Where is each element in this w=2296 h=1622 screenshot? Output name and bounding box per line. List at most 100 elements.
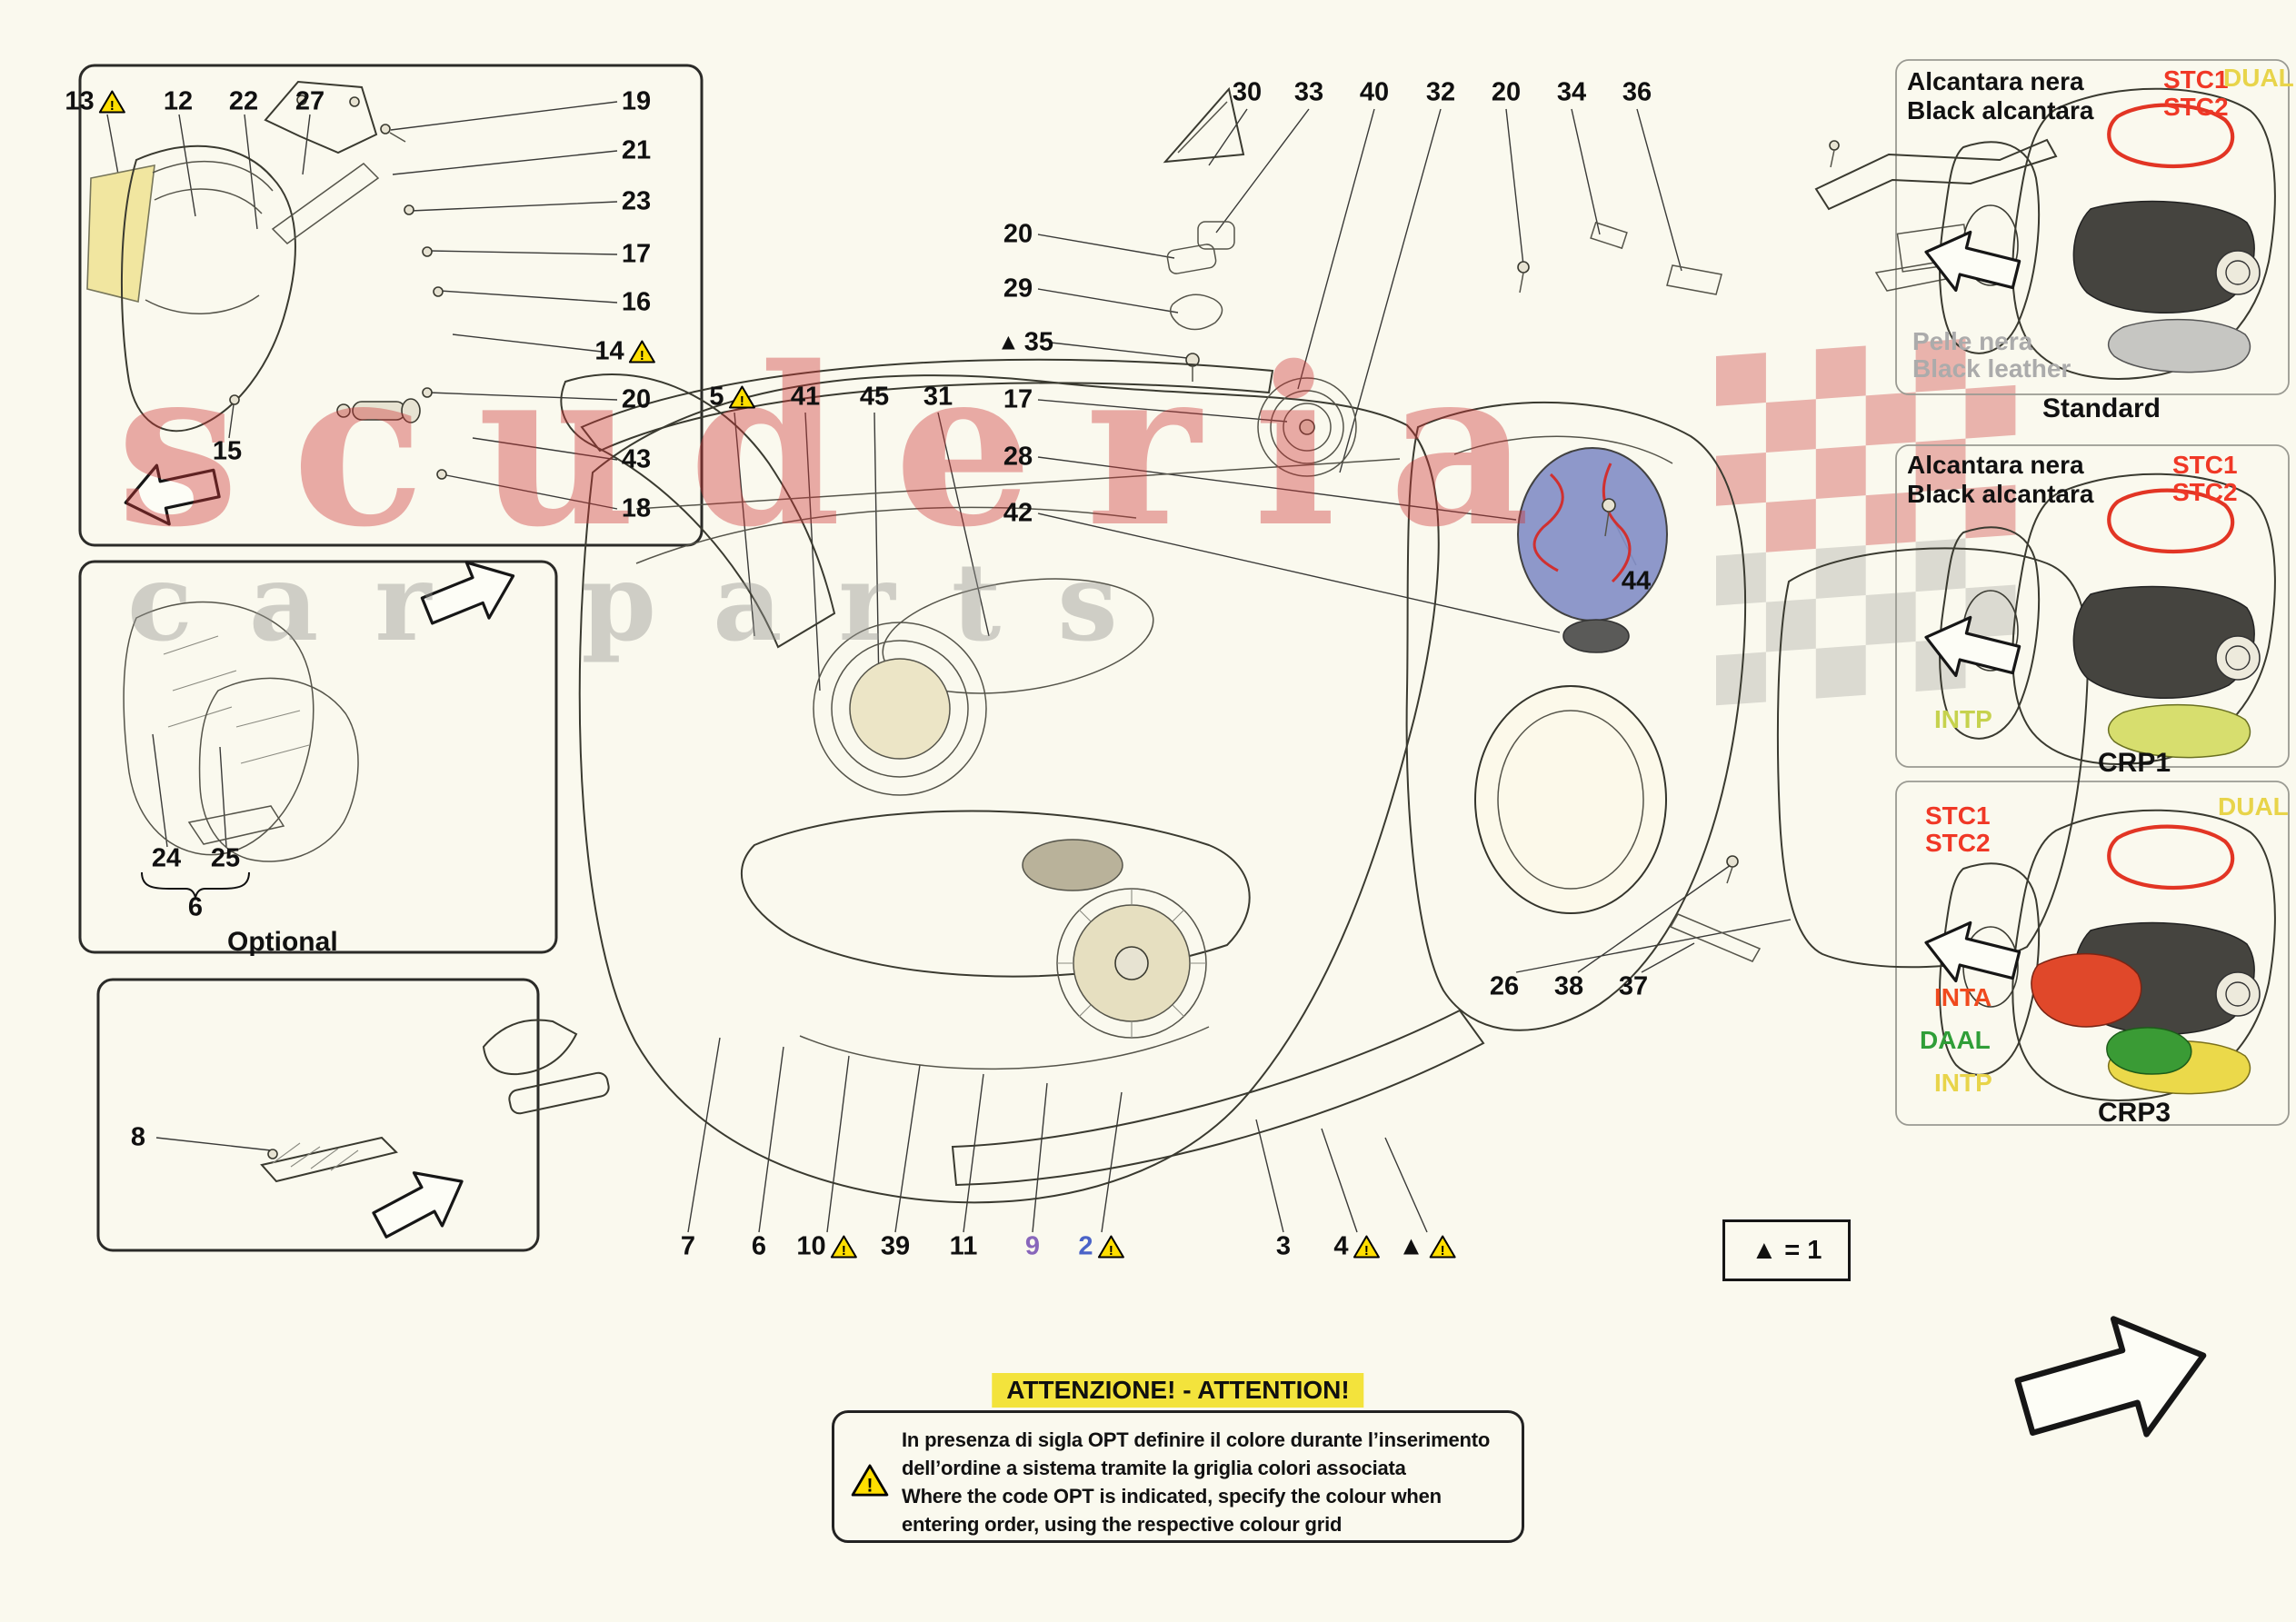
variant-box-standard: [1895, 59, 2290, 395]
attention-line-4: entering order, using the respective col…: [902, 1513, 1343, 1536]
svg-text:!: !: [640, 348, 644, 363]
crp3-daal-handle: [2106, 1027, 2192, 1075]
label-black-alcantara: Black alcantara: [1907, 96, 2094, 124]
part-number-13: 13!: [65, 87, 126, 117]
arrow-icon: [117, 453, 225, 534]
part-number-11: 11: [949, 1231, 978, 1261]
part-number-17: 17: [1003, 384, 1033, 414]
label-stc1: STC1: [2172, 451, 2238, 479]
label-standard: Standard: [2041, 393, 2161, 423]
part-number-26: 26: [1489, 971, 1520, 1001]
part-number-6: 6: [751, 1231, 767, 1261]
label-intp: INTP: [1934, 1069, 1992, 1097]
warning-icon: !: [851, 1463, 889, 1502]
label-intp: INTP: [1934, 705, 1992, 733]
part-number-29: 29: [1003, 274, 1033, 304]
part-number-20: 20: [621, 384, 652, 414]
arrow-icon: [1917, 221, 2025, 305]
part-number-40: 40: [1359, 77, 1390, 107]
checkered-flag-watermark: [1716, 338, 2016, 706]
part-number-45: 45: [859, 382, 890, 412]
label-crp1: CRP1: [2097, 748, 2171, 778]
part-number-33: 33: [1293, 77, 1324, 107]
optional-inset-drawing: [123, 601, 359, 899]
part-number-18: 18: [621, 493, 652, 523]
label-inta: INTA: [1934, 983, 1992, 1011]
warning-icon: !: [1353, 1235, 1381, 1259]
part-number-4: 4!: [1333, 1232, 1381, 1262]
warning-icon: !: [1098, 1235, 1125, 1259]
label-pelle-nera: Pelle nera: [1912, 327, 2033, 355]
part-number-15: 15: [212, 436, 243, 466]
part-number-10: 10!: [796, 1232, 858, 1262]
part-number-6: 6: [187, 892, 204, 922]
part-number-3: 3: [1275, 1231, 1292, 1261]
part-number-25: 25: [210, 843, 241, 873]
warning-icon: !: [1429, 1235, 1456, 1259]
part-number-31: 31: [923, 382, 953, 412]
svg-text:!: !: [842, 1243, 846, 1259]
main-door-panel-drawing: [482, 86, 2089, 1204]
sill-inset-drawing: [260, 1136, 398, 1183]
inset-box-door-trim: [78, 64, 704, 547]
part-number-16: 16: [621, 287, 652, 317]
part-number-30: 30: [1232, 77, 1263, 107]
label-optional: Optional: [227, 927, 338, 957]
part-number-23: 23: [621, 186, 652, 216]
part-number-43: 43: [621, 444, 652, 474]
attention-line-3: Where the code OPT is indicated, specify…: [902, 1485, 1442, 1508]
svg-text:!: !: [740, 393, 744, 409]
crp1-intp-pad: [2107, 703, 2251, 759]
label-stc1: STC1: [2163, 65, 2229, 94]
label-stc2: STC2: [2163, 93, 2229, 121]
variant-box-crp1: [1895, 444, 2290, 768]
part-number-12: 12: [163, 86, 194, 116]
part-number-35: ▲35: [996, 327, 1054, 357]
label-stc2: STC2: [2172, 478, 2238, 506]
standard-leather-pad: [2107, 318, 2251, 373]
arrow-icon: [2009, 1298, 2220, 1464]
variant-box-crp3: [1895, 781, 2290, 1126]
part-number-39: 39: [880, 1231, 911, 1261]
part-number-32: 32: [1425, 77, 1456, 107]
warning-icon: !: [99, 90, 126, 114]
label-alcantara-nera: Alcantara nera: [1907, 67, 2084, 95]
part-number-7: 7: [680, 1231, 696, 1261]
label-black-alcantara: Black alcantara: [1907, 480, 2094, 508]
part-number-20: 20: [1491, 77, 1522, 107]
svg-text:!: !: [867, 1475, 873, 1496]
warning-icon: !: [729, 385, 756, 409]
part-number-14: 14!: [594, 337, 656, 367]
arrow-icon: [1917, 911, 2025, 996]
attention-line-1: In presenza di sigla OPT definire il col…: [902, 1428, 1491, 1451]
inset-box-optional: [78, 560, 558, 954]
svg-text:!: !: [1109, 1243, 1113, 1259]
part-number-8: 8: [130, 1122, 146, 1152]
part-number-36: 36: [1622, 77, 1652, 107]
variant-panels: [1940, 89, 2275, 1100]
attention-title: ATTENZIONE! - ATTENTION!: [992, 1373, 1364, 1408]
legend-box: ▲ = 1: [1722, 1219, 1851, 1281]
part-number-34: 34: [1556, 77, 1587, 107]
part-number-21: 21: [621, 135, 652, 165]
attention-line-2: dell’ordine a sistema tramite la griglia…: [902, 1457, 1406, 1479]
arrow-icon: [364, 1153, 478, 1253]
legend-text: ▲ = 1: [1751, 1235, 1822, 1265]
label-dual: DUAL: [2223, 64, 2294, 92]
part-number-5: 5!: [709, 383, 756, 413]
part-number-44: 44: [1621, 566, 1652, 596]
label-crp3: CRP3: [2097, 1098, 2171, 1128]
part-number-triangle: ▲!: [1398, 1232, 1456, 1262]
label-daal: DAAL: [1920, 1026, 1991, 1054]
label-dual: DUAL: [2218, 792, 2289, 821]
part-number-9: 9: [1024, 1231, 1041, 1261]
inset-box-sill: [96, 978, 540, 1252]
part-number-27: 27: [294, 86, 325, 116]
crp3-inta-insert: [2031, 952, 2142, 1028]
warning-icon: !: [831, 1235, 858, 1259]
svg-text:!: !: [110, 98, 115, 114]
part-number-38: 38: [1553, 971, 1584, 1001]
label-alcantara-nera: Alcantara nera: [1907, 451, 2084, 479]
part-number-19: 19: [621, 86, 652, 116]
